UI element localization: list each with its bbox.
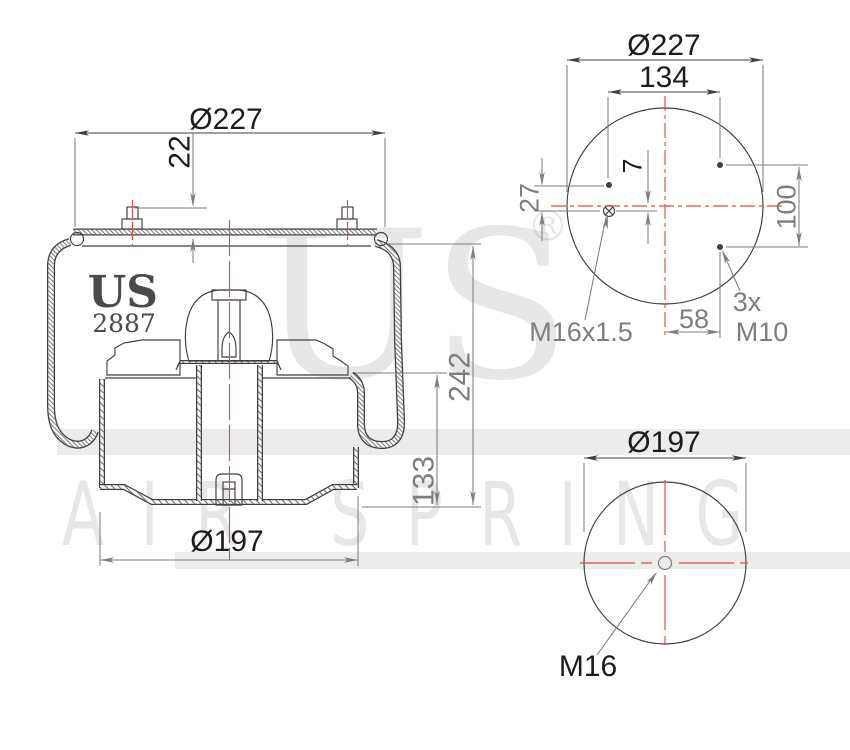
dim-arrow xyxy=(608,89,622,95)
label-center-bolt-thread: M16 xyxy=(559,650,617,683)
bottom-hub xyxy=(215,473,243,506)
watermark-layer: US ® AIR SPRING xyxy=(57,188,850,569)
dim-label-piston-diameter: Ø197 xyxy=(190,525,263,558)
dim-label-stud-height: 22 xyxy=(164,135,197,168)
center-bolt-hole-circle xyxy=(657,555,673,571)
dim-arrow xyxy=(190,238,196,252)
piston-shoulder-right xyxy=(276,339,349,376)
model-number-text: 2887 xyxy=(92,309,156,338)
dim-arrow xyxy=(539,172,545,186)
dim-arrow xyxy=(666,329,680,335)
dim-label-stud-offset-x: 58 xyxy=(679,304,709,334)
stud-point-upper-left xyxy=(606,182,612,188)
dim-label-top-diameter: Ø227 xyxy=(189,103,262,136)
dim-label-piston-height: 133 xyxy=(408,456,441,506)
dim-arrow xyxy=(434,491,440,505)
label-stud-thread: M10 xyxy=(736,317,789,347)
dim-label-topview-diameter: Ø227 xyxy=(627,29,700,62)
section-interior-lines xyxy=(82,245,371,490)
stud-point-lower-right xyxy=(717,244,723,250)
air-fitting-symbol xyxy=(602,204,616,218)
dim-arrow xyxy=(470,491,476,505)
dim-arrow xyxy=(434,375,440,389)
brand-logo-text: US xyxy=(88,267,158,318)
registered-trademark-icon: ® xyxy=(527,202,569,251)
dimension-line xyxy=(596,573,656,656)
dim-label-overall-height: 242 xyxy=(444,352,477,402)
dim-label-fitting-offset-y: 7 xyxy=(617,158,647,173)
dim-arrow xyxy=(645,212,651,226)
watermark-slogan-text: AIR SPRING xyxy=(62,464,780,566)
dim-arrow xyxy=(732,455,746,461)
dim-arrow xyxy=(796,167,802,181)
plate-bead-left xyxy=(69,231,85,247)
dim-arrow xyxy=(722,250,731,264)
label-stud-count: 3x xyxy=(733,287,762,317)
dim-label-stud-spacing-y: 100 xyxy=(771,184,801,229)
bellows-left-wall xyxy=(48,239,98,448)
dim-arrow xyxy=(706,329,720,335)
section-hatched-walls xyxy=(47,228,406,505)
labels: US 2887 Ø227 22 242 133 Ø197 Ø227 134 27… xyxy=(88,29,802,683)
dim-arrow xyxy=(706,89,720,95)
dim-arrow xyxy=(100,557,114,563)
bellows-right-wall xyxy=(349,240,404,448)
dim-arrow xyxy=(749,57,763,63)
dim-arrow xyxy=(646,572,657,585)
label-air-fitting-thread: M16x1.5 xyxy=(529,317,633,347)
watermark-band-upper xyxy=(57,429,850,455)
dim-arrow xyxy=(344,557,358,563)
watermark-brand-text: US xyxy=(258,188,571,426)
piston-shoulder-left xyxy=(106,339,181,376)
dimension-line xyxy=(584,216,607,321)
watermark-band-lower xyxy=(175,552,850,569)
interior-line xyxy=(276,360,282,371)
plate-bead-right xyxy=(373,231,389,247)
dim-arrow xyxy=(796,232,802,246)
dim-arrow xyxy=(190,193,196,207)
stud-point-upper-right xyxy=(717,162,723,168)
dim-arrow xyxy=(567,57,581,63)
dimension-linework xyxy=(74,57,808,656)
dim-arrow xyxy=(584,455,598,461)
dim-arrow xyxy=(602,215,608,230)
dim-arrow xyxy=(371,130,385,136)
dim-arrow xyxy=(470,246,476,260)
dim-label-stud-spacing-x: 134 xyxy=(639,61,689,94)
dim-arrow xyxy=(539,212,545,226)
dim-label-base-diameter: Ø197 xyxy=(627,426,700,459)
dim-arrow xyxy=(75,130,89,136)
dim-label-stud-offset-y: 27 xyxy=(514,183,544,213)
section-view xyxy=(47,206,406,506)
interior-line xyxy=(175,360,181,371)
dim-arrow xyxy=(645,190,651,204)
